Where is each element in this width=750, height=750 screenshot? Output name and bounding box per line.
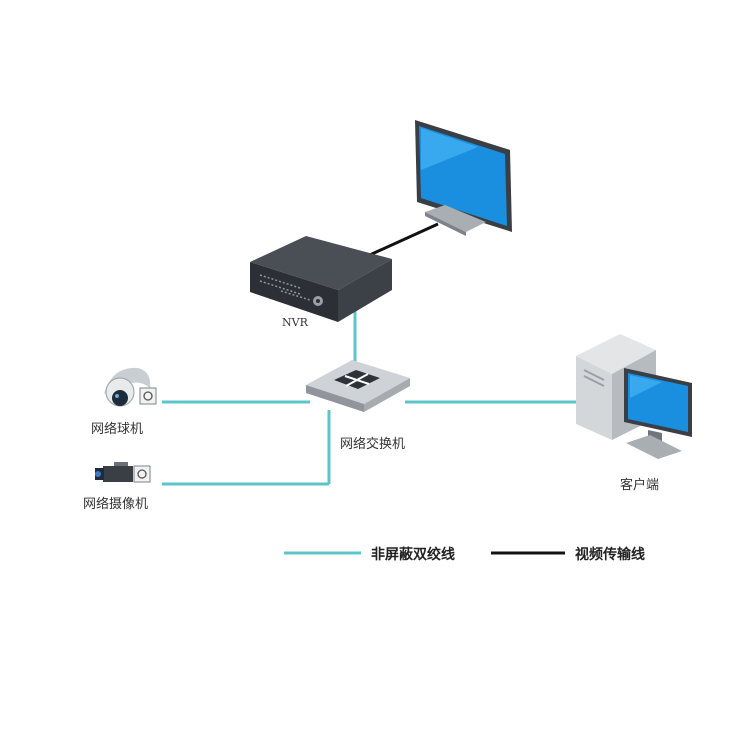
network-switch-icon: [306, 360, 410, 412]
switch-label: 网络交换机: [340, 437, 406, 452]
legend-video-label: 视频传输线: [575, 547, 645, 563]
dome-camera-label: 网络球机: [91, 422, 144, 437]
monitor-icon: [415, 120, 512, 236]
dome-camera-icon: [104, 367, 157, 407]
connections: [162, 222, 578, 486]
legend-utp-label: 非屏蔽双绞线: [371, 547, 455, 563]
nvr-recorder-icon: [250, 236, 392, 322]
client-label: 客户端: [620, 478, 660, 493]
desktop-computer-icon: [576, 334, 692, 459]
box-camera-label: 网络摄像机: [83, 497, 149, 512]
box-camera-icon: [95, 462, 151, 483]
nvr-label: NVR: [282, 316, 309, 329]
